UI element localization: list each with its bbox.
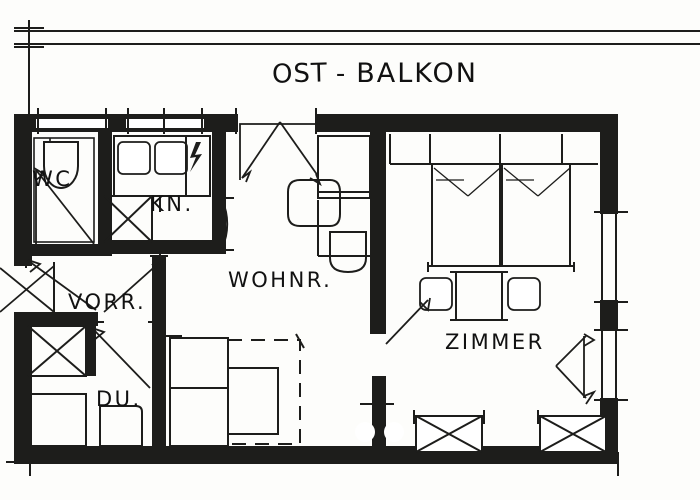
room-label-du: DU.: [96, 387, 142, 411]
wohnr-furniture: [166, 135, 371, 447]
title-space: BALKON: [356, 58, 478, 89]
room-label-kn: KN.: [150, 192, 194, 216]
room-label-wohnr: WOHNR.: [228, 268, 333, 292]
toilet-icon: [43, 141, 79, 189]
lightning-bolt-icon: [190, 142, 202, 172]
kitchen-rounded-counter: [159, 196, 234, 256]
vorr-door-swings: [0, 253, 168, 314]
windows-top-wall: [36, 108, 317, 134]
wc-door-swing: [33, 167, 95, 245]
du-fixtures: [27, 321, 164, 447]
bottom-wall-elements: [6, 403, 619, 476]
window-right-wall: [594, 211, 628, 401]
plan-title: OST-BALKON: [271, 58, 478, 90]
room-label-zimmer: ZIMMER: [445, 330, 545, 354]
title-separator: -: [335, 59, 349, 89]
stove-burner-2: [384, 422, 404, 442]
balcony-door-swings: [239, 121, 322, 187]
kitchen-fittings: [103, 135, 211, 243]
interior-walls: [14, 132, 386, 448]
balcony-railing: [14, 20, 700, 120]
room-label-vorr: VORR.: [68, 290, 147, 314]
room-label-wc: WC: [32, 167, 73, 191]
wc-toilet-fixture: [33, 137, 95, 243]
zimmer-door-swings: [385, 297, 597, 405]
zimmer-furniture: [385, 134, 598, 405]
stove-burner-1: [355, 422, 375, 442]
title-orientation: OST: [271, 58, 329, 90]
